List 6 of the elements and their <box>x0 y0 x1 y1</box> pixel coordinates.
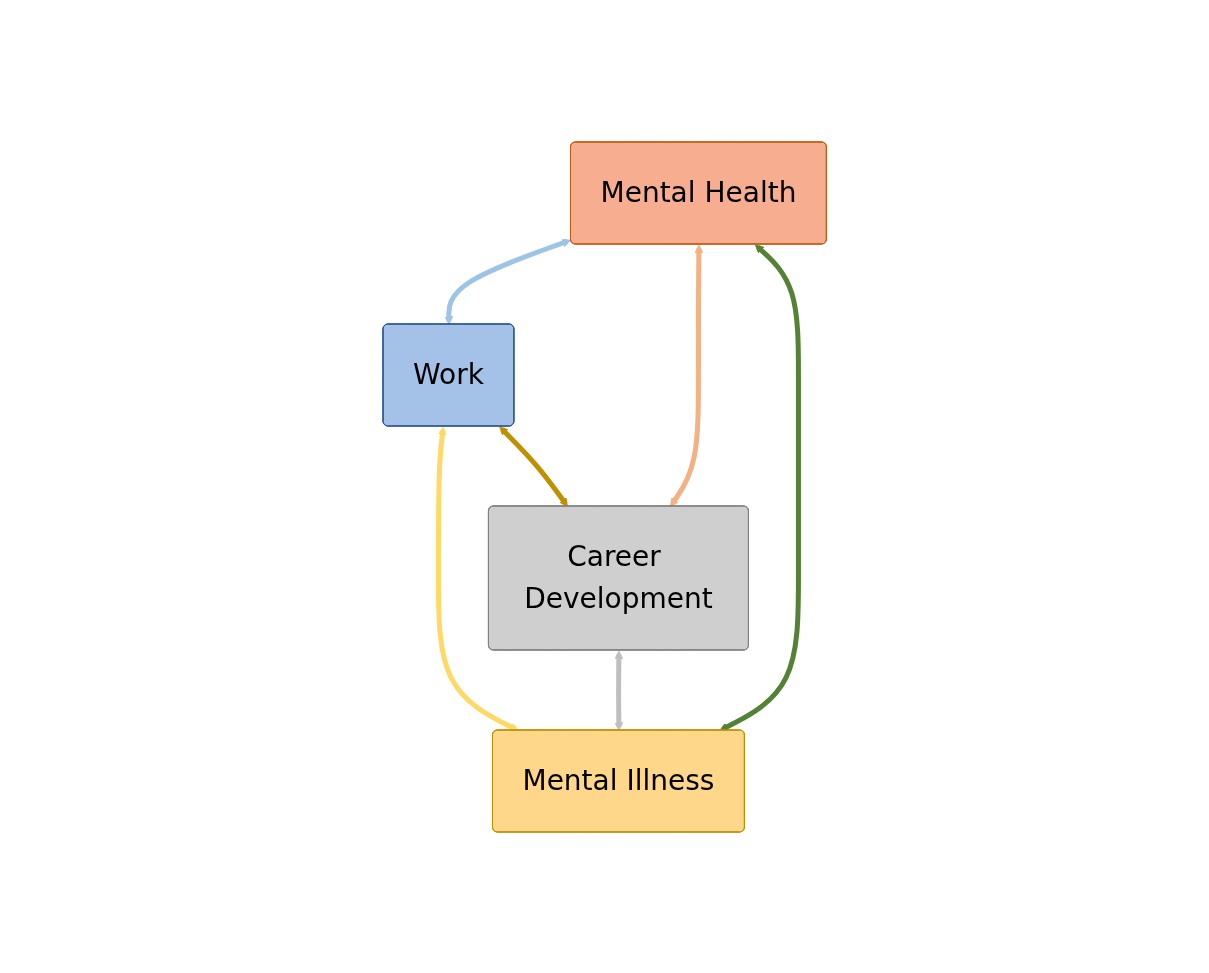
arrow <box>614 650 624 731</box>
arrow <box>719 243 801 731</box>
arrow <box>669 244 704 507</box>
arrow <box>444 238 571 325</box>
arrow <box>499 425 568 507</box>
arrow <box>435 426 519 731</box>
